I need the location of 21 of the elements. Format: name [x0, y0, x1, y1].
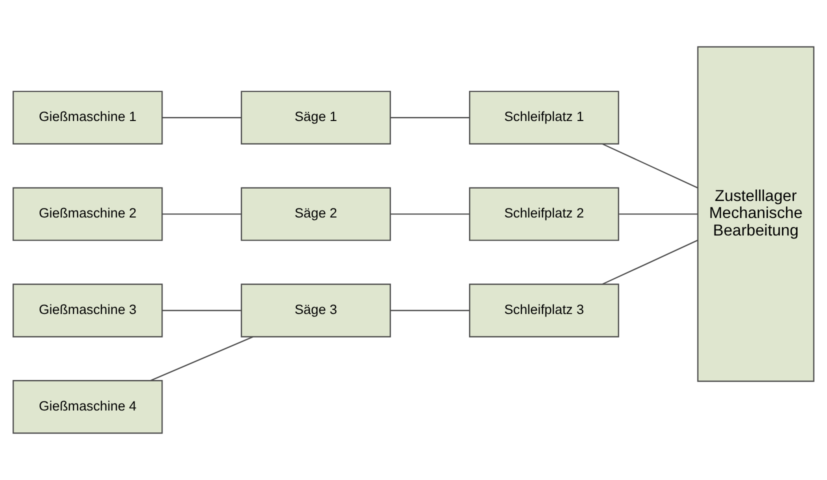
connector: [162, 213, 242, 215]
connector: [390, 310, 470, 312]
connector: [619, 213, 698, 215]
node-box: Gießmaschine 4: [12, 380, 163, 434]
node-box: Gießmaschine 1: [12, 90, 163, 145]
node-box: Gießmaschine 3: [12, 284, 163, 338]
connector: [602, 240, 698, 285]
connector: [150, 336, 254, 382]
node-box: Schleifplatz 2: [469, 187, 620, 241]
node-box: Schleifplatz 3: [469, 284, 620, 338]
connector: [390, 117, 470, 118]
node-box: Gießmaschine 2: [12, 187, 163, 241]
node-box: Schleifplatz 1: [469, 90, 620, 145]
node-box: Säge 3: [240, 284, 391, 338]
node-box: Säge 2: [240, 187, 391, 241]
connector: [390, 213, 470, 215]
connector: [162, 117, 242, 118]
connector: [162, 310, 242, 312]
connector: [602, 143, 698, 188]
node-box: Säge 1: [240, 90, 391, 145]
node-box: Zustelllager Mechanische Bearbeitung: [697, 46, 814, 382]
